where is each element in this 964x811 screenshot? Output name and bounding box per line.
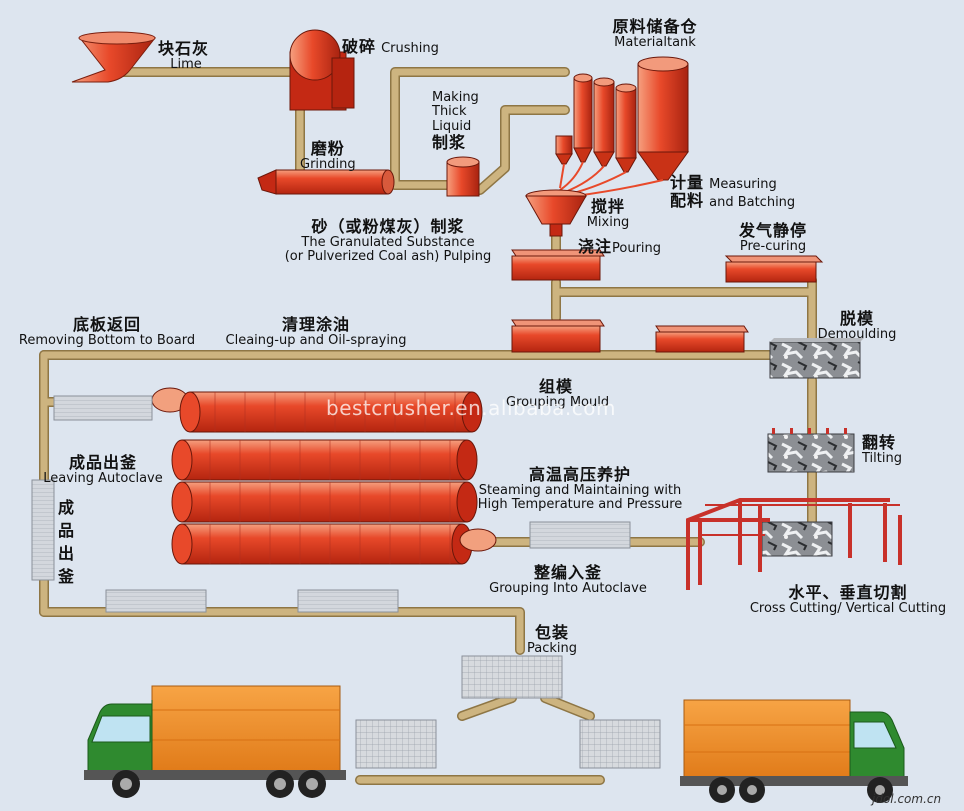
material-tanks bbox=[555, 56, 689, 197]
grouping-mould-zh: 组模 bbox=[538, 377, 573, 396]
mixer bbox=[525, 189, 587, 237]
cutting-en: Cross Cutting/ Vertical Cutting bbox=[749, 600, 947, 616]
demoulding-zh: 脱模 bbox=[839, 309, 874, 328]
packing-en: Packing bbox=[526, 640, 577, 656]
label-grouping-mould: 组模 Grouping Mould bbox=[506, 377, 610, 410]
label-leaving-autoclave-vertical: 成 品 出 釜 bbox=[56, 496, 76, 588]
steaming-en2: High Temperature and Pressure bbox=[477, 496, 683, 512]
cutting-zh: 水平、垂直切割 bbox=[788, 583, 908, 602]
mixing-zh: 搅拌 bbox=[590, 197, 625, 216]
source-credit: jdol.com.cn bbox=[872, 792, 942, 806]
grinding-zh: 磨粉 bbox=[310, 139, 345, 158]
label-pouring: 浇注Pouring bbox=[578, 238, 661, 256]
crusher bbox=[289, 29, 355, 111]
material-tank-en: Materialtank bbox=[614, 34, 696, 50]
measuring-zh2: 配料 bbox=[670, 191, 705, 211]
return-moulds bbox=[511, 319, 749, 353]
leaving-autoclave-en: Leaving Autoclave bbox=[43, 470, 163, 486]
label-steaming: 高温高压养护 Steaming and Maintaining with Hig… bbox=[470, 466, 690, 512]
thick-liquid-en3: Liquid bbox=[432, 118, 472, 134]
precuring-mould bbox=[724, 255, 824, 283]
lime-hopper bbox=[71, 31, 157, 83]
measuring-zh1: 计量 bbox=[670, 173, 705, 192]
precuring-zh: 发气静停 bbox=[738, 221, 807, 240]
label-removing-bottom: 底板返回 Removing Bottom to Board bbox=[10, 316, 204, 348]
label-grouping-autoclave: 整编入釜 Grouping Into Autoclave bbox=[480, 564, 656, 596]
label-leaving-autoclave: 成品出釜 Leaving Autoclave bbox=[40, 454, 166, 486]
label-measuring: 计量 Measuring 配料 and Batching bbox=[670, 174, 795, 211]
cutting-machine bbox=[686, 498, 902, 590]
label-thick-liquid: Making Thick Liquid 制浆 bbox=[432, 90, 479, 152]
thick-liquid-en1: Making bbox=[432, 90, 479, 105]
label-demoulding: 脱模 Demoulding bbox=[812, 310, 902, 342]
precuring-en: Pre-curing bbox=[739, 238, 807, 254]
autoclave-2 bbox=[171, 439, 478, 481]
vertical-char-1: 成 bbox=[57, 498, 74, 517]
pouring-zh: 浇注 bbox=[578, 237, 613, 256]
removing-bottom-zh: 底板返回 bbox=[72, 315, 141, 334]
demoulding-en: Demoulding bbox=[817, 326, 897, 342]
mixing-en: Mixing bbox=[586, 214, 630, 230]
pouring-mould bbox=[511, 249, 605, 281]
cleaning-zh: 清理涂油 bbox=[281, 315, 350, 334]
grouping-mould-en: Grouping Mould bbox=[506, 394, 610, 410]
pouring-en: Pouring bbox=[612, 241, 662, 256]
grinding-en: Grinding bbox=[300, 156, 356, 172]
label-pulping: 砂（或粉煤灰）制浆 The Granulated Substance (or P… bbox=[268, 218, 508, 264]
label-mixing: 搅拌 Mixing bbox=[584, 198, 632, 230]
measuring-en1: Measuring bbox=[709, 177, 777, 192]
label-precuring: 发气静停 Pre-curing bbox=[728, 222, 818, 254]
leaving-autoclave-zh: 成品出釜 bbox=[68, 453, 137, 472]
label-lime: 块石灰 Lime bbox=[158, 40, 214, 72]
steaming-zh: 高温高压养护 bbox=[528, 465, 631, 484]
label-cleaning: 清理涂油 Cleaing-up and Oil-spraying bbox=[216, 316, 416, 348]
label-grinding: 磨粉 Grinding bbox=[300, 140, 356, 172]
crushing-zh: 破碎 bbox=[342, 37, 377, 56]
pulping-zh: 砂（或粉煤灰）制浆 bbox=[311, 217, 465, 236]
tilting-en: Tilting bbox=[862, 450, 902, 466]
grouping-autoclave-en: Grouping Into Autoclave bbox=[489, 580, 647, 596]
grinding-mill bbox=[257, 169, 395, 195]
watermark: bestcrusher.en.alibaba.com bbox=[326, 396, 616, 420]
block-stacks bbox=[31, 395, 661, 769]
grouping-autoclave-zh: 整编入釜 bbox=[533, 563, 602, 582]
steaming-en1: Steaming and Maintaining with bbox=[478, 482, 682, 498]
label-tilting: 翻转 Tilting bbox=[862, 434, 902, 466]
vertical-char-3: 出 bbox=[57, 544, 74, 563]
label-material-tank: 原料储备仓 Materialtank bbox=[600, 18, 710, 50]
label-crushing: 破碎 Crushing bbox=[342, 38, 439, 56]
pulping-en2: (or Pulverized Coal ash) Pulping bbox=[284, 248, 492, 264]
autoclaves bbox=[151, 387, 497, 565]
vertical-char-2: 品 bbox=[57, 521, 74, 540]
label-cutting: 水平、垂直切割 Cross Cutting/ Vertical Cutting bbox=[738, 584, 958, 616]
tilted-cake bbox=[767, 428, 855, 473]
pulping-en1: The Granulated Substance bbox=[301, 234, 475, 250]
truck-left bbox=[84, 685, 346, 798]
removing-bottom-en: Removing Bottom to Board bbox=[18, 332, 196, 348]
truck-right bbox=[680, 699, 908, 803]
packing-zh: 包装 bbox=[534, 623, 569, 642]
material-tank-zh: 原料储备仓 bbox=[612, 17, 698, 36]
cleaning-en: Cleaing-up and Oil-spraying bbox=[225, 332, 407, 348]
thick-liquid-tank bbox=[446, 156, 480, 197]
autoclave-4 bbox=[171, 523, 497, 565]
demoulded-cake bbox=[769, 338, 864, 379]
thick-liquid-zh: 制浆 bbox=[432, 132, 467, 152]
thick-liquid-en2: Thick bbox=[432, 104, 467, 120]
lime-en: Lime bbox=[170, 56, 202, 72]
tilting-zh: 翻转 bbox=[862, 433, 897, 452]
autoclave-3 bbox=[171, 481, 478, 523]
vertical-char-4: 釜 bbox=[57, 567, 74, 586]
lime-zh: 块石灰 bbox=[158, 39, 210, 58]
crushing-en: Crushing bbox=[381, 41, 439, 56]
label-packing: 包装 Packing bbox=[522, 624, 582, 656]
measuring-en2: and Batching bbox=[709, 195, 796, 211]
